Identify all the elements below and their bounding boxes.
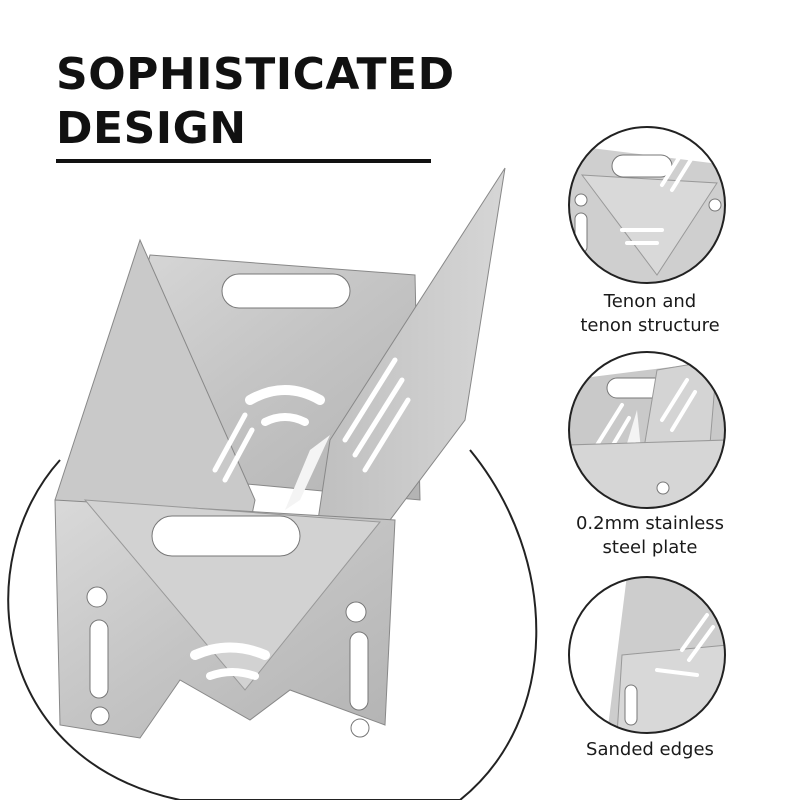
feature-3-line-1: Sanded edges: [586, 739, 714, 760]
title-line-1: SOPHISTICATED: [56, 49, 455, 100]
front-handle-slot: [151, 515, 301, 557]
back-handle-slot: [221, 273, 351, 309]
feature-caption-2: 0.2mm stainless steel plate: [560, 512, 740, 560]
center-highlight: [285, 435, 330, 510]
feature-2-line-1: 0.2mm stainless: [575, 513, 725, 534]
title-line-2: DESIGN: [56, 103, 247, 154]
page-title: SOPHISTICATED DESIGN: [56, 48, 455, 156]
feature-1-line-2: tenon structure: [580, 315, 720, 336]
feature-caption-3: Sanded edges: [560, 738, 740, 762]
detail-tenon-structure: [567, 125, 727, 285]
title-underline: [56, 159, 431, 163]
feature-2-line-2: steel plate: [602, 537, 698, 558]
feature-1-line-1: Tenon and: [603, 291, 697, 312]
detail-steel-plate: [567, 350, 727, 510]
stove-product-image: [7, 167, 538, 800]
detail-sanded-edges: [567, 575, 727, 735]
feature-caption-1: Tenon and tenon structure: [560, 290, 740, 338]
